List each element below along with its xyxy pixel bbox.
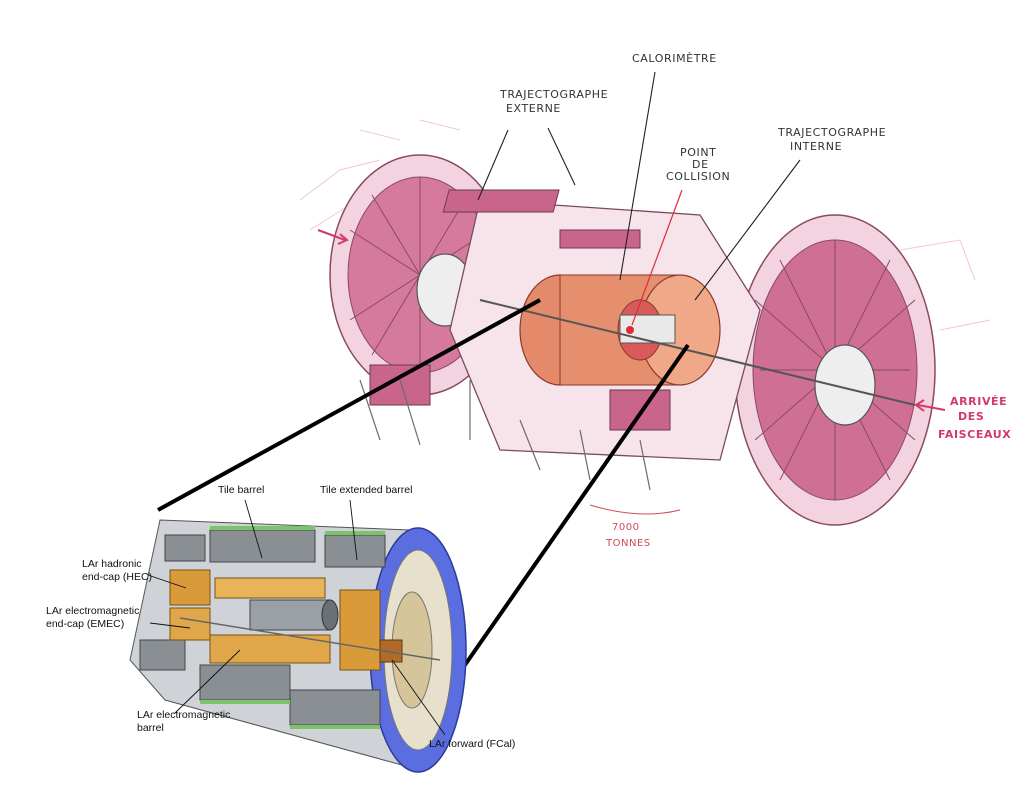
collision-leader-line: [631, 189, 683, 326]
right-endcap-wheel: [734, 214, 936, 526]
zoom-line-right: [458, 343, 690, 674]
sketch-leader-lines: [477, 71, 801, 301]
lar-emec-label-line1: LAr electromagnetic: [46, 605, 139, 617]
lar-hec-block: [169, 569, 211, 606]
inner-tracker-label-line2: INTERNE: [790, 140, 842, 153]
collision-point-label-line2: DE: [692, 158, 709, 171]
lar-hec-label-line2: end-cap (HEC): [82, 571, 152, 583]
beam-arrival-label-line1: ARRIVÉE: [950, 395, 1007, 408]
tile-barrel-label: Tile barrel: [218, 484, 264, 496]
lar-fcal-label: LAr forward (FCal): [429, 738, 515, 750]
lar-em-barrel-label-line2: barrel: [137, 722, 164, 734]
atlas-sketch: CALORIMÈTRE TRAJECTOGRAPHE EXTERNE POINT…: [299, 52, 1011, 549]
cutaway-leader-lines: [147, 499, 446, 736]
tile-extended-barrel-label: Tile extended barrel: [320, 484, 412, 496]
outer-tracker-label-line2: EXTERNE: [506, 102, 561, 115]
weight-label-line1: 7000: [612, 522, 639, 533]
sketch-background-lines: [299, 119, 991, 331]
weight-label-line2: TONNES: [605, 538, 651, 549]
calorimeter-cutaway: Tile barrel Tile extended barrel LAr had…: [46, 484, 515, 773]
beam-arrival-label-line3: FAISCEAUX: [938, 428, 1011, 441]
zoom-line-left: [157, 298, 541, 512]
lar-hec-label-line1: LAr hadronic: [82, 558, 142, 570]
calorimetre-label: CALORIMÈTRE: [632, 52, 717, 65]
inner-tracker-label-line1: TRAJECTOGRAPHE: [777, 126, 886, 139]
central-barrel: [359, 189, 916, 491]
tile-barrel-top-module: [209, 529, 316, 563]
lar-em-barrel-label-line1: LAr electromagnetic: [137, 709, 230, 721]
collision-point-label-line3: COLLISION: [666, 170, 730, 183]
lar-emec-label-line2: end-cap (EMEC): [46, 618, 124, 630]
outer-tracker-label-line1: TRAJECTOGRAPHE: [499, 88, 608, 101]
lar-emec-block: [169, 607, 211, 641]
collision-point-label-line1: POINT: [680, 146, 716, 159]
beam-arrival-label-line2: DES: [958, 410, 984, 423]
left-beam-arrow: [317, 229, 346, 241]
right-beam-arrow: [917, 404, 946, 411]
collision-point-marker: [626, 326, 634, 334]
